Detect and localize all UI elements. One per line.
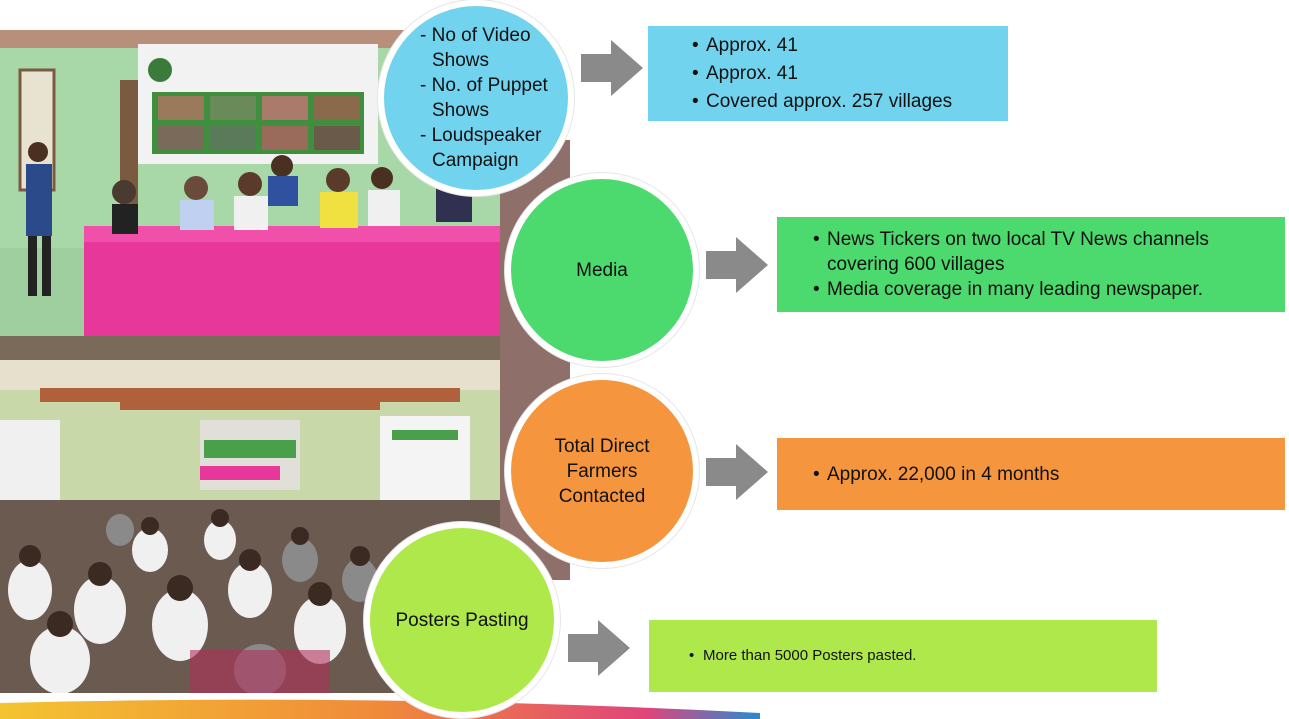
circle-posters-pasting: Posters Pasting <box>364 522 560 718</box>
detail-box-media: News Tickers on two local TV News channe… <box>777 217 1285 312</box>
arrow-right-icon <box>706 444 768 500</box>
circle-label: Total Direct Farmers Contacted <box>554 435 650 507</box>
circle-activity-list: - No of Video Shows - No. of Puppet Show… <box>420 23 568 173</box>
event-photo-audience <box>0 360 500 693</box>
circle-line: - No of Video Shows <box>420 25 531 71</box>
circle-label: Posters Pasting <box>395 609 529 631</box>
arrow-right-icon <box>568 620 630 676</box>
detail-item: Approx. 41 <box>690 32 952 60</box>
decorative-footer-strip <box>0 699 760 719</box>
detail-item: Media coverage in many leading newspaper… <box>811 277 1251 302</box>
detail-item: Approx. 41 <box>690 60 952 88</box>
detail-item: More than 5000 Posters pasted. <box>687 646 916 666</box>
circle-media: Media <box>505 173 699 367</box>
detail-item: Covered approx. 257 villages <box>690 88 952 116</box>
detail-item: News Tickers on two local TV News channe… <box>811 227 1251 277</box>
detail-box-video-puppet: Approx. 41 Approx. 41 Covered approx. 25… <box>648 26 1008 121</box>
circle-video-puppet-loudspeaker: - No of Video Shows - No. of Puppet Show… <box>378 0 574 196</box>
circle-line: - Loudspeaker Campaign <box>420 125 542 171</box>
detail-item: Approx. 22,000 in 4 months <box>811 462 1059 487</box>
circle-line: - No. of Puppet Shows <box>420 75 548 121</box>
circle-total-direct-farmers: Total Direct Farmers Contacted <box>505 374 699 568</box>
circle-label: Media <box>576 259 628 281</box>
arrow-right-icon <box>581 40 643 96</box>
detail-box-farmers: Approx. 22,000 in 4 months <box>777 438 1285 510</box>
detail-box-posters: More than 5000 Posters pasted. <box>649 620 1157 692</box>
arrow-right-icon <box>706 237 768 293</box>
